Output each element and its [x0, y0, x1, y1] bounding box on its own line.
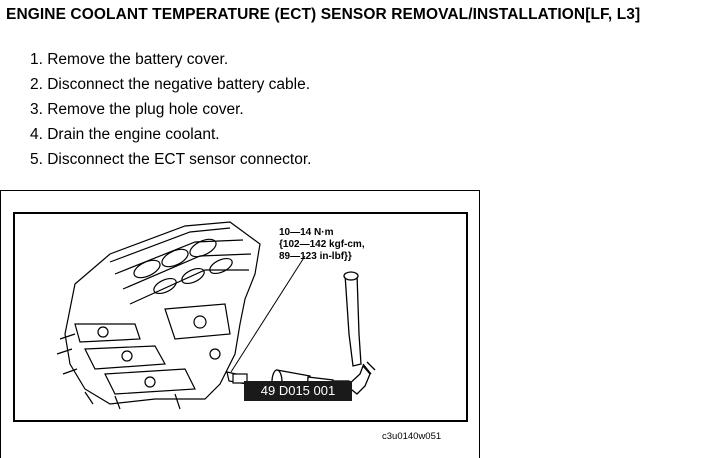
torque-specification: 10—14 N·m {102—142 kgf-cm, 89—123 in-lbf… — [279, 227, 365, 263]
figure-illustration: 10—14 N·m {102—142 kgf-cm, 89—123 in-lbf… — [13, 212, 468, 422]
figure-frame: 10—14 N·m {102—142 kgf-cm, 89—123 in-lbf… — [0, 190, 480, 458]
torque-line: 89—123 in-lbf}} — [279, 251, 352, 262]
engine-illustration — [56, 221, 376, 410]
step-item: 2. Disconnect the negative battery cable… — [30, 76, 311, 93]
torque-line: 10—14 N·m — [279, 227, 334, 238]
step-item: 3. Remove the plug hole cover. — [30, 101, 244, 118]
engine-head-drawing — [56, 221, 261, 410]
step-item: 4. Drain the engine coolant. — [30, 126, 220, 143]
step-item: 5. Disconnect the ECT sensor connector. — [30, 151, 312, 168]
tool-number-label: 49 D015 001 — [244, 381, 352, 401]
step-item: 1. Remove the battery cover. — [30, 51, 229, 68]
torque-line: {102—142 kgf-cm, — [279, 239, 365, 250]
page-title: ENGINE COOLANT TEMPERATURE (ECT) SENSOR … — [6, 6, 641, 23]
procedure-steps: 1. Remove the battery cover. 2. Disconne… — [30, 47, 311, 172]
figure-code: c3u0140w051 — [382, 431, 442, 442]
